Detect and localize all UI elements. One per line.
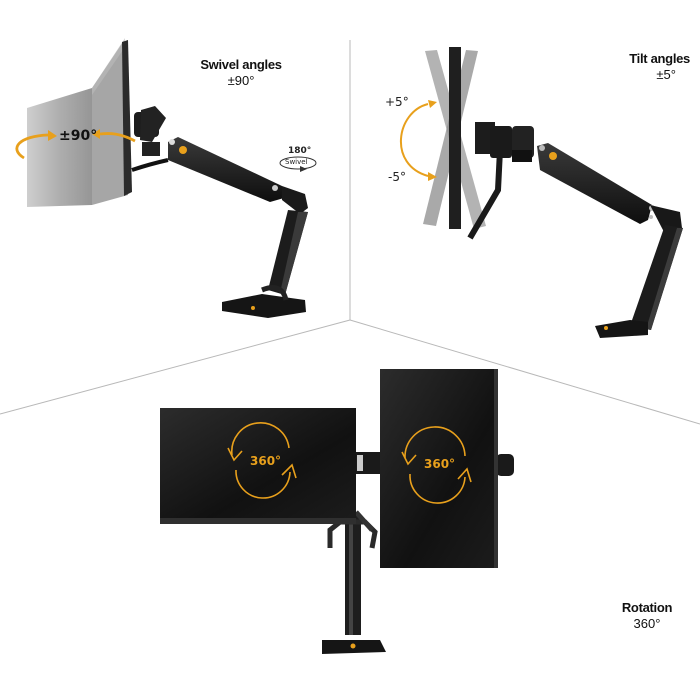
tilt-value: ±5°	[656, 67, 676, 82]
right-monitor-rotation-label: 360°	[424, 457, 456, 471]
rotation-value: 360°	[633, 616, 661, 631]
left-monitor-rotation-label: 360°	[250, 454, 282, 468]
tilt-title: Tilt angles	[629, 51, 690, 66]
swivel-overlay-label: ±90°	[59, 128, 98, 144]
swivel-caption: Swivel angles ±90°	[196, 57, 286, 88]
swivel-value: ±90°	[227, 73, 255, 88]
tilt-minus-label: -5°	[388, 170, 406, 184]
swivel-badge-label: Swivel	[285, 158, 308, 166]
tilt-plus-label: +5°	[385, 95, 409, 109]
rotation-title: Rotation	[621, 600, 673, 615]
swivel-title: Swivel angles	[200, 57, 282, 72]
swivel-badge-degrees: 180°	[288, 146, 312, 156]
tilt-caption: Tilt angles ±5°	[610, 51, 690, 82]
rotation-caption: Rotation 360°	[612, 600, 682, 631]
